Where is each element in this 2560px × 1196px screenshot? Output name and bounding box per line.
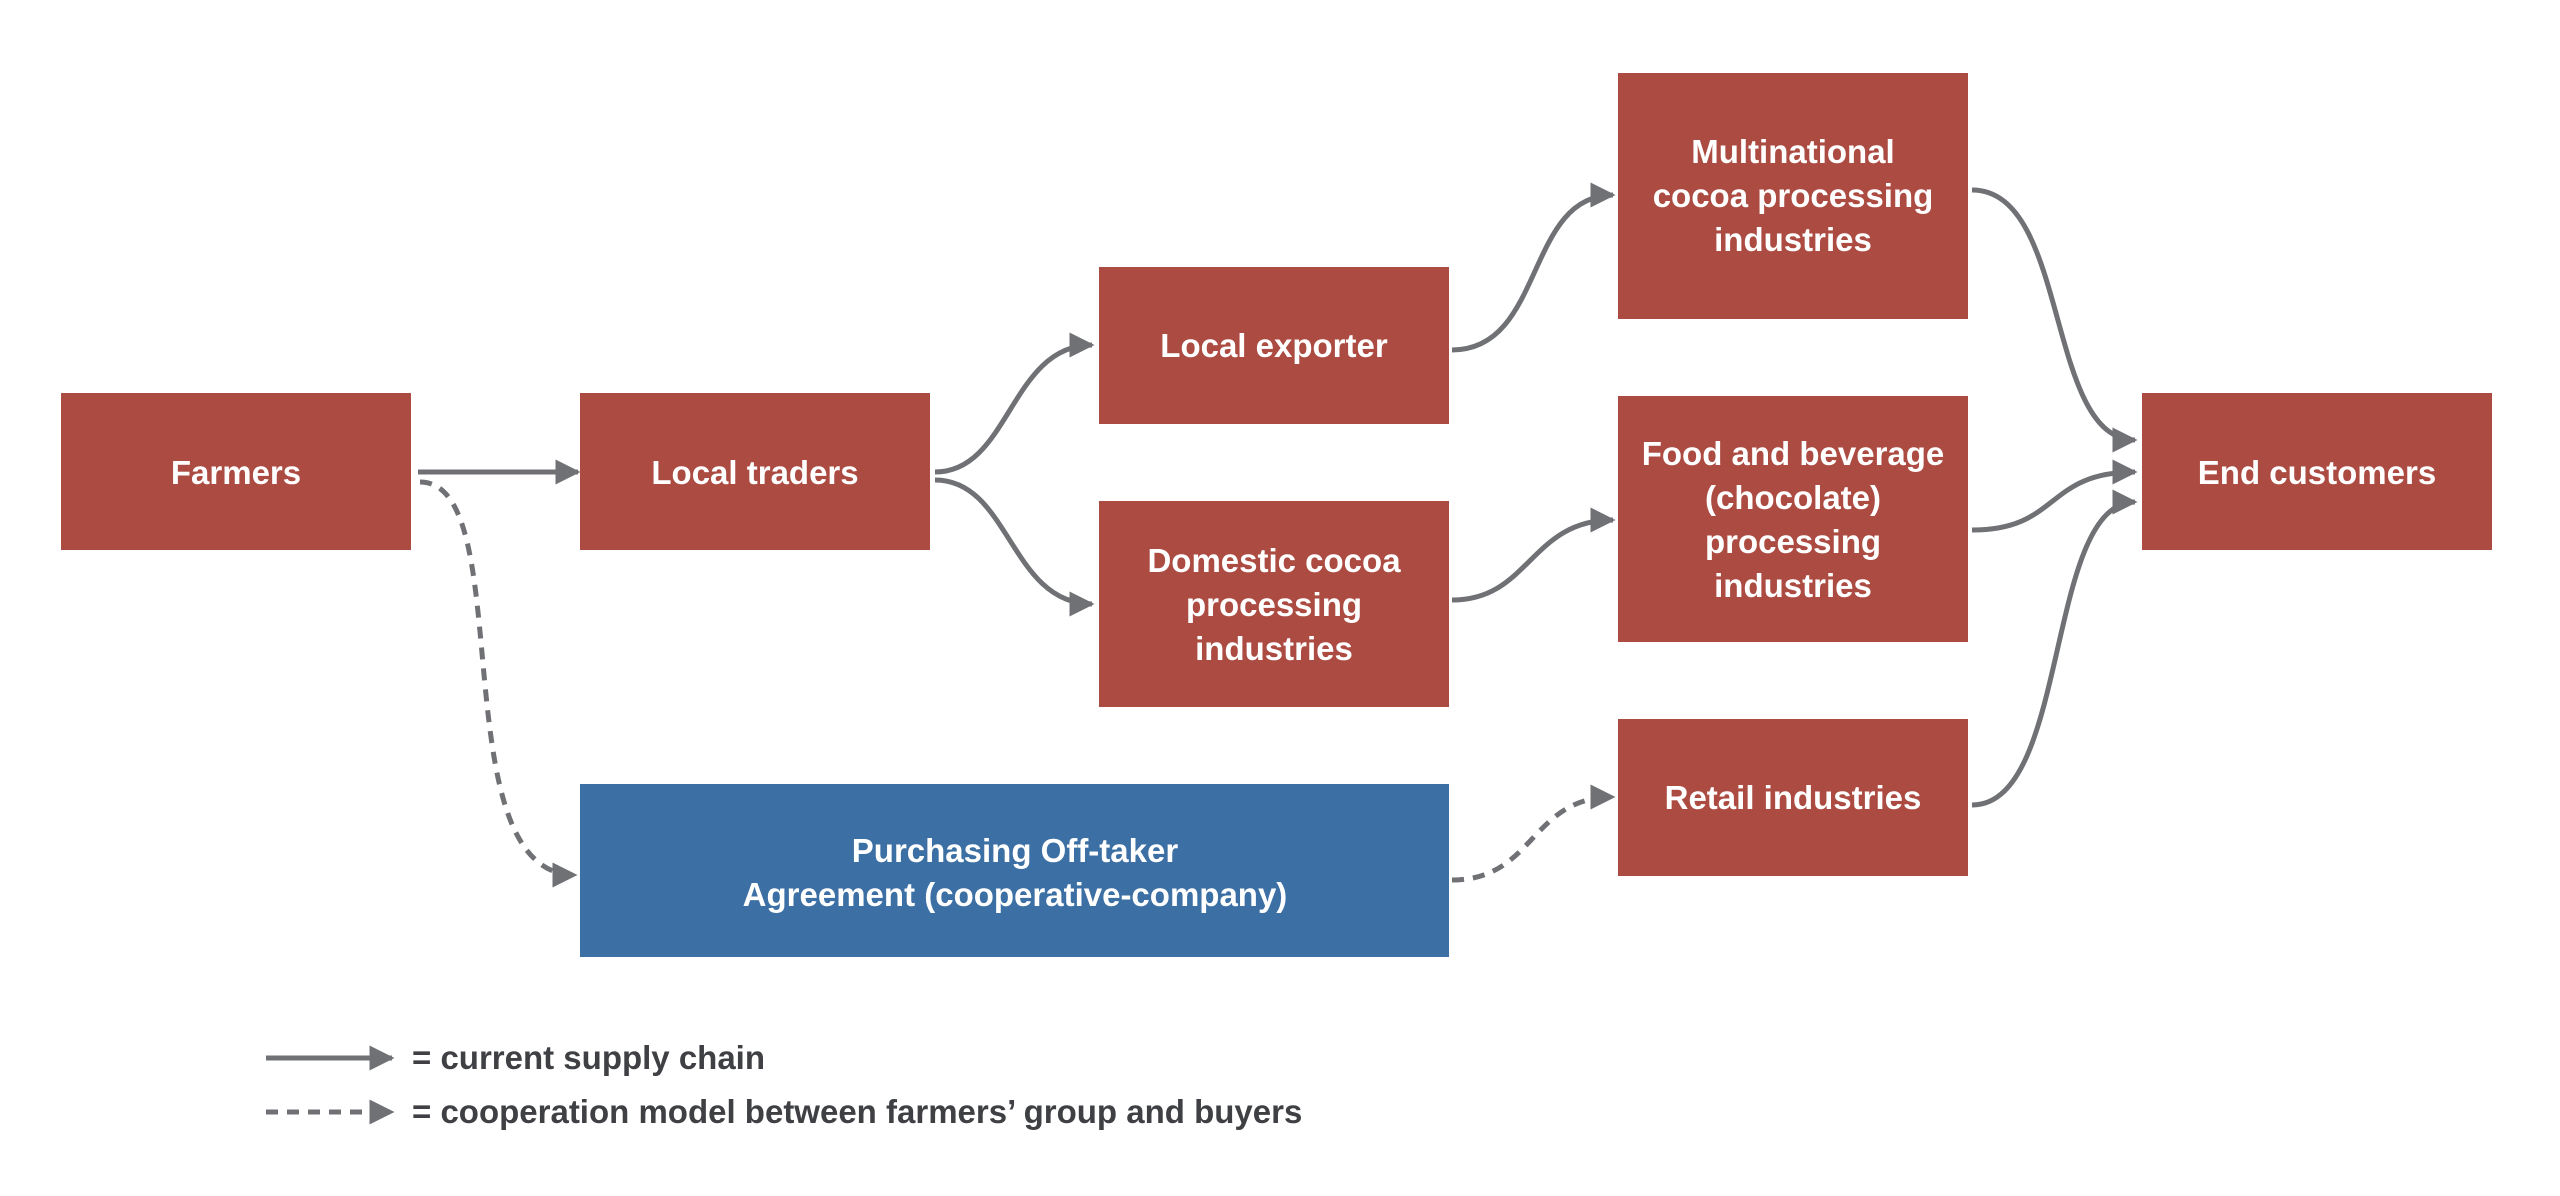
node-label-line: (chocolate) bbox=[1705, 479, 1881, 516]
edge-local-exporter-to-multinational bbox=[1451, 182, 1616, 353]
node-label-line: Retail industries bbox=[1665, 779, 1922, 816]
edge-offtaker-to-retail bbox=[1451, 784, 1616, 883]
node-label-line: Food and beverage bbox=[1642, 435, 1945, 472]
node-retail-industries: Retail industries bbox=[1618, 719, 1968, 876]
edge-multinational-to-end-customers bbox=[1971, 187, 2138, 453]
node-label-line: Multinational bbox=[1691, 133, 1894, 170]
edge-retail-to-end-customers bbox=[1971, 489, 2138, 808]
node-label-line: Domestic cocoa bbox=[1147, 542, 1401, 579]
edge-local-traders-to-domestic-cocoa bbox=[934, 477, 1095, 617]
node-label-line: cocoa processing bbox=[1653, 177, 1934, 214]
node-farmers: Farmers bbox=[61, 393, 411, 550]
node-end-customers: End customers bbox=[2142, 393, 2492, 550]
node-local-exporter: Local exporter bbox=[1099, 267, 1449, 424]
node-label-line: Agreement (cooperative-company) bbox=[743, 876, 1288, 913]
node-label-line: processing bbox=[1705, 523, 1881, 560]
edge-domestic-cocoa-to-food-beverage bbox=[1451, 507, 1616, 603]
node-label-line: Purchasing Off-taker bbox=[852, 832, 1179, 869]
node-food-beverage-processing: Food and beverage (chocolate) processing in… bbox=[1618, 396, 1968, 642]
legend-dashed-label: = cooperation model between farmers’ gro… bbox=[412, 1093, 1302, 1130]
node-label-line: Local exporter bbox=[1160, 327, 1388, 364]
edge-local-traders-to-local-exporter bbox=[934, 332, 1095, 475]
edges bbox=[418, 182, 2138, 888]
node-label-line: End customers bbox=[2198, 454, 2436, 491]
node-label-line: Farmers bbox=[171, 454, 301, 491]
node-label-line: industries bbox=[1714, 567, 1872, 604]
legend: = current supply chain = cooperation mod… bbox=[266, 1039, 1302, 1130]
node-label-line: industries bbox=[1195, 630, 1353, 667]
node-domestic-cocoa-processing: Domestic cocoa processing industries bbox=[1099, 501, 1449, 707]
node-local-traders: Local traders bbox=[580, 393, 930, 550]
nodes: Farmers Local traders Local exporter Dom… bbox=[61, 73, 2492, 957]
node-multinational-cocoa-processing: Multinational cocoa processing industries bbox=[1618, 73, 1968, 319]
node-label-line: industries bbox=[1714, 221, 1872, 258]
edge-farmers-to-offtaker bbox=[419, 479, 578, 888]
node-label-line: Local traders bbox=[651, 454, 858, 491]
node-label-line: processing bbox=[1186, 586, 1362, 623]
legend-solid-label: = current supply chain bbox=[412, 1039, 765, 1076]
edge-food-beverage-to-end-customers bbox=[1971, 459, 2138, 533]
